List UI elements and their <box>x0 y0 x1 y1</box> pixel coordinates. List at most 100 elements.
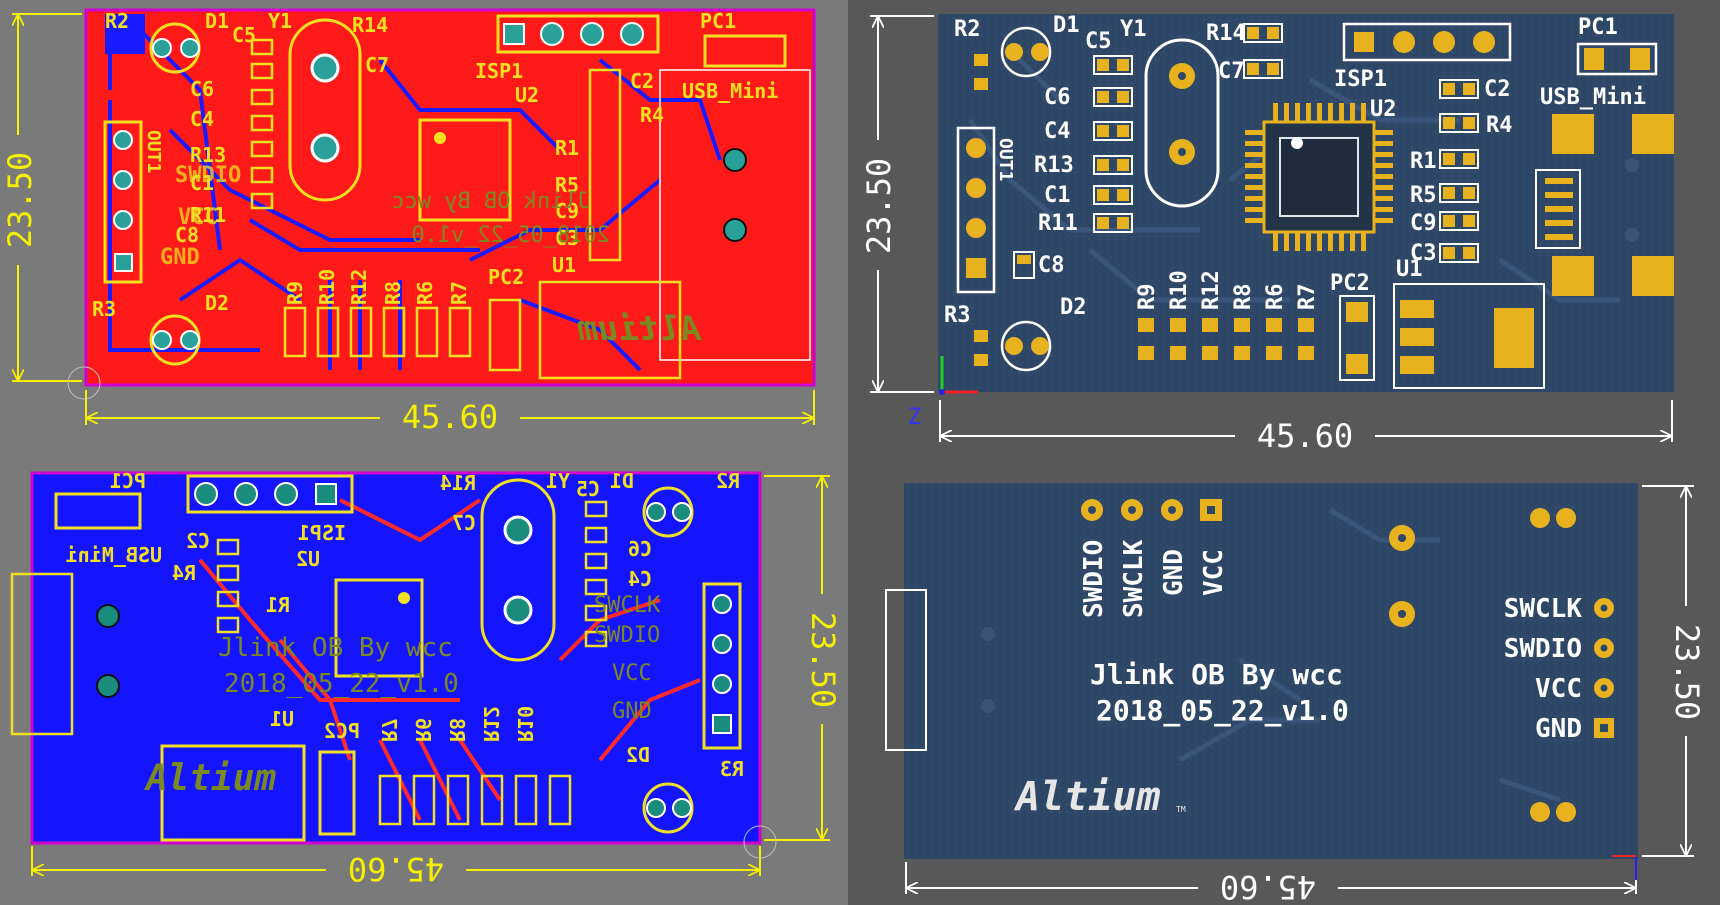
usb-mount-hole <box>723 218 747 242</box>
dim-height-label: 23.50 <box>1 152 39 248</box>
top3d-out1-pad <box>966 138 986 158</box>
bottom-label-d2: D2 <box>626 743 650 767</box>
axis-origin <box>939 389 945 395</box>
top3d-isp1-outline <box>1342 22 1512 62</box>
top3d-y1-drill <box>1178 148 1186 156</box>
bottom3d-side-drill <box>1600 644 1608 652</box>
top3d-label-r8: R8 <box>1231 284 1256 311</box>
top3d-usb-pad <box>1552 256 1594 296</box>
view-bottom-3d[interactable]: SWDIO SWCLK GND VCC SWCLK SWDIO VCC GND … <box>885 483 1706 905</box>
view-top-3d[interactable]: R2 D1 C5 Y1 R14 C7 PC1 ISP1 U2 C2 R4 USB… <box>860 13 1674 455</box>
top3d-dim-width-label: 45.60 <box>1257 417 1353 455</box>
label-r13: R13 <box>190 143 226 167</box>
top3d-dim-height-label: 23.50 <box>860 158 898 254</box>
out1-outline <box>103 120 143 284</box>
bottom-label-c7: C7 <box>452 511 476 535</box>
bottom-isp-pad <box>315 483 337 505</box>
top3d-cap-column-right <box>1439 79 1479 263</box>
bottom3d-side-drill <box>1600 724 1608 732</box>
isp-pad <box>620 22 644 46</box>
bottom-label-swclk: SWCLK <box>594 593 661 618</box>
top3d-label-c5: C5 <box>1085 29 1112 54</box>
top3d-r2-pad <box>974 54 988 66</box>
bottom-label-swdio: SWDIO <box>594 623 660 648</box>
top3d-label-d1: D1 <box>1053 13 1080 38</box>
top3d-d1-outline <box>1000 26 1052 78</box>
top3d-label-c8: C8 <box>1038 253 1065 278</box>
top3d-y1-outline <box>1144 38 1220 208</box>
top3d-usb-body <box>1535 169 1581 249</box>
bottom3d-xtal-drill <box>1398 534 1406 542</box>
bottom-label-y1: Y1 <box>546 469 570 493</box>
out1-pad <box>113 130 133 150</box>
bottom-isp-pad <box>234 482 258 506</box>
top3d-label-r13: R13 <box>1034 153 1074 178</box>
bottom-label-r8: R8 <box>445 718 469 742</box>
top3d-isp-pad <box>1473 31 1495 53</box>
bottom-label-c4: C4 <box>628 567 652 591</box>
top3d-label-r11: R11 <box>1038 211 1078 236</box>
top3d-out1-pad <box>966 218 986 238</box>
bottom-label-isp1: ISP1 <box>298 521 346 545</box>
bottom3d-dim-height-label: 23.50 <box>1668 624 1706 720</box>
bottom-label-c5: C5 <box>576 477 600 501</box>
top3d-label-r5: R5 <box>1410 183 1437 208</box>
cap-column-left <box>250 38 274 210</box>
top3d-label-r3: R3 <box>944 303 971 328</box>
bottom-dim-label-bg <box>808 594 838 724</box>
top3d-usb-pad <box>1552 114 1594 154</box>
top3d-label-r1: R1 <box>1410 149 1437 174</box>
top3d-u1-pad <box>1400 300 1434 318</box>
bottom-label-r10: R10 <box>513 706 537 742</box>
top3d-label-isp1: ISP1 <box>1334 67 1387 92</box>
d1-pad <box>180 38 200 58</box>
bottom3d-hdr-label-swdio: SWDIO <box>1079 540 1109 618</box>
view-bottom-2d[interactable]: PC1 USB_Mini ISP1 R14 Y1 C5 D1 R2 C7 C2 … <box>10 469 842 888</box>
top3d-label-c9: C9 <box>1410 211 1437 236</box>
usb-outline <box>659 69 811 361</box>
top3d-usb-pad <box>1632 114 1674 154</box>
bottom3d-led-pad <box>1530 508 1550 528</box>
bottom3d-side-label-swclk: SWCLK <box>1504 594 1583 624</box>
bottom-title: Jlink OB By wcc <box>218 633 453 663</box>
top-blue-pour <box>105 14 145 54</box>
bottom3d-side-label-vcc: VCC <box>1535 674 1582 704</box>
top3d-label-c6: C6 <box>1044 85 1071 110</box>
bottom-usb-hole <box>96 604 120 628</box>
top3d-label-r7: R7 <box>1295 284 1320 311</box>
label-r14: R14 <box>352 13 388 37</box>
view-top-2d[interactable]: R2 D1 C5 Y1 R14 C7 PC1 ISP1 U2 C2 R4 USB… <box>1 8 816 436</box>
label-r2: R2 <box>105 9 129 33</box>
bottom3d-hdr-label-vcc: VCC <box>1199 549 1229 596</box>
top3d-label-c4: C4 <box>1044 119 1071 144</box>
bottom-label-r3: R3 <box>720 757 744 781</box>
label-c7: C7 <box>365 53 389 77</box>
top3d-y1-drill <box>1178 72 1186 80</box>
top3d-r2-pad <box>974 78 988 90</box>
bottom3d-xtal-drill <box>1398 610 1406 618</box>
usb-mount-hole <box>723 148 747 172</box>
top3d-r3-pad <box>974 354 988 366</box>
label-c6: C6 <box>190 77 214 101</box>
label-out1: OUT1 <box>143 130 164 173</box>
label-r8: R8 <box>381 281 405 305</box>
bottom-out1-outline <box>702 582 742 750</box>
isp-pad <box>540 22 564 46</box>
out1-pad <box>113 210 133 230</box>
top3d-label-c2: C2 <box>1484 77 1511 102</box>
bottom-label-r7: R7 <box>377 718 401 742</box>
bottom-label-u1: U1 <box>270 707 294 731</box>
bottom-y1-pad <box>503 595 533 625</box>
label-gnd: GND <box>160 245 200 270</box>
label-c1: C1 <box>190 171 214 195</box>
label-u2: U2 <box>515 83 539 107</box>
bottom3d-brand-tm: TM <box>1176 805 1186 814</box>
top3d-pc1-outline <box>1576 42 1658 76</box>
bottom-out1-pad <box>712 674 732 694</box>
top3d-out1-pad <box>966 178 986 198</box>
isp-pad <box>503 23 525 45</box>
top3d-label-pc1: PC1 <box>1578 15 1618 40</box>
top3d-usb-hole <box>1625 228 1639 242</box>
label-r6: R6 <box>413 281 437 305</box>
